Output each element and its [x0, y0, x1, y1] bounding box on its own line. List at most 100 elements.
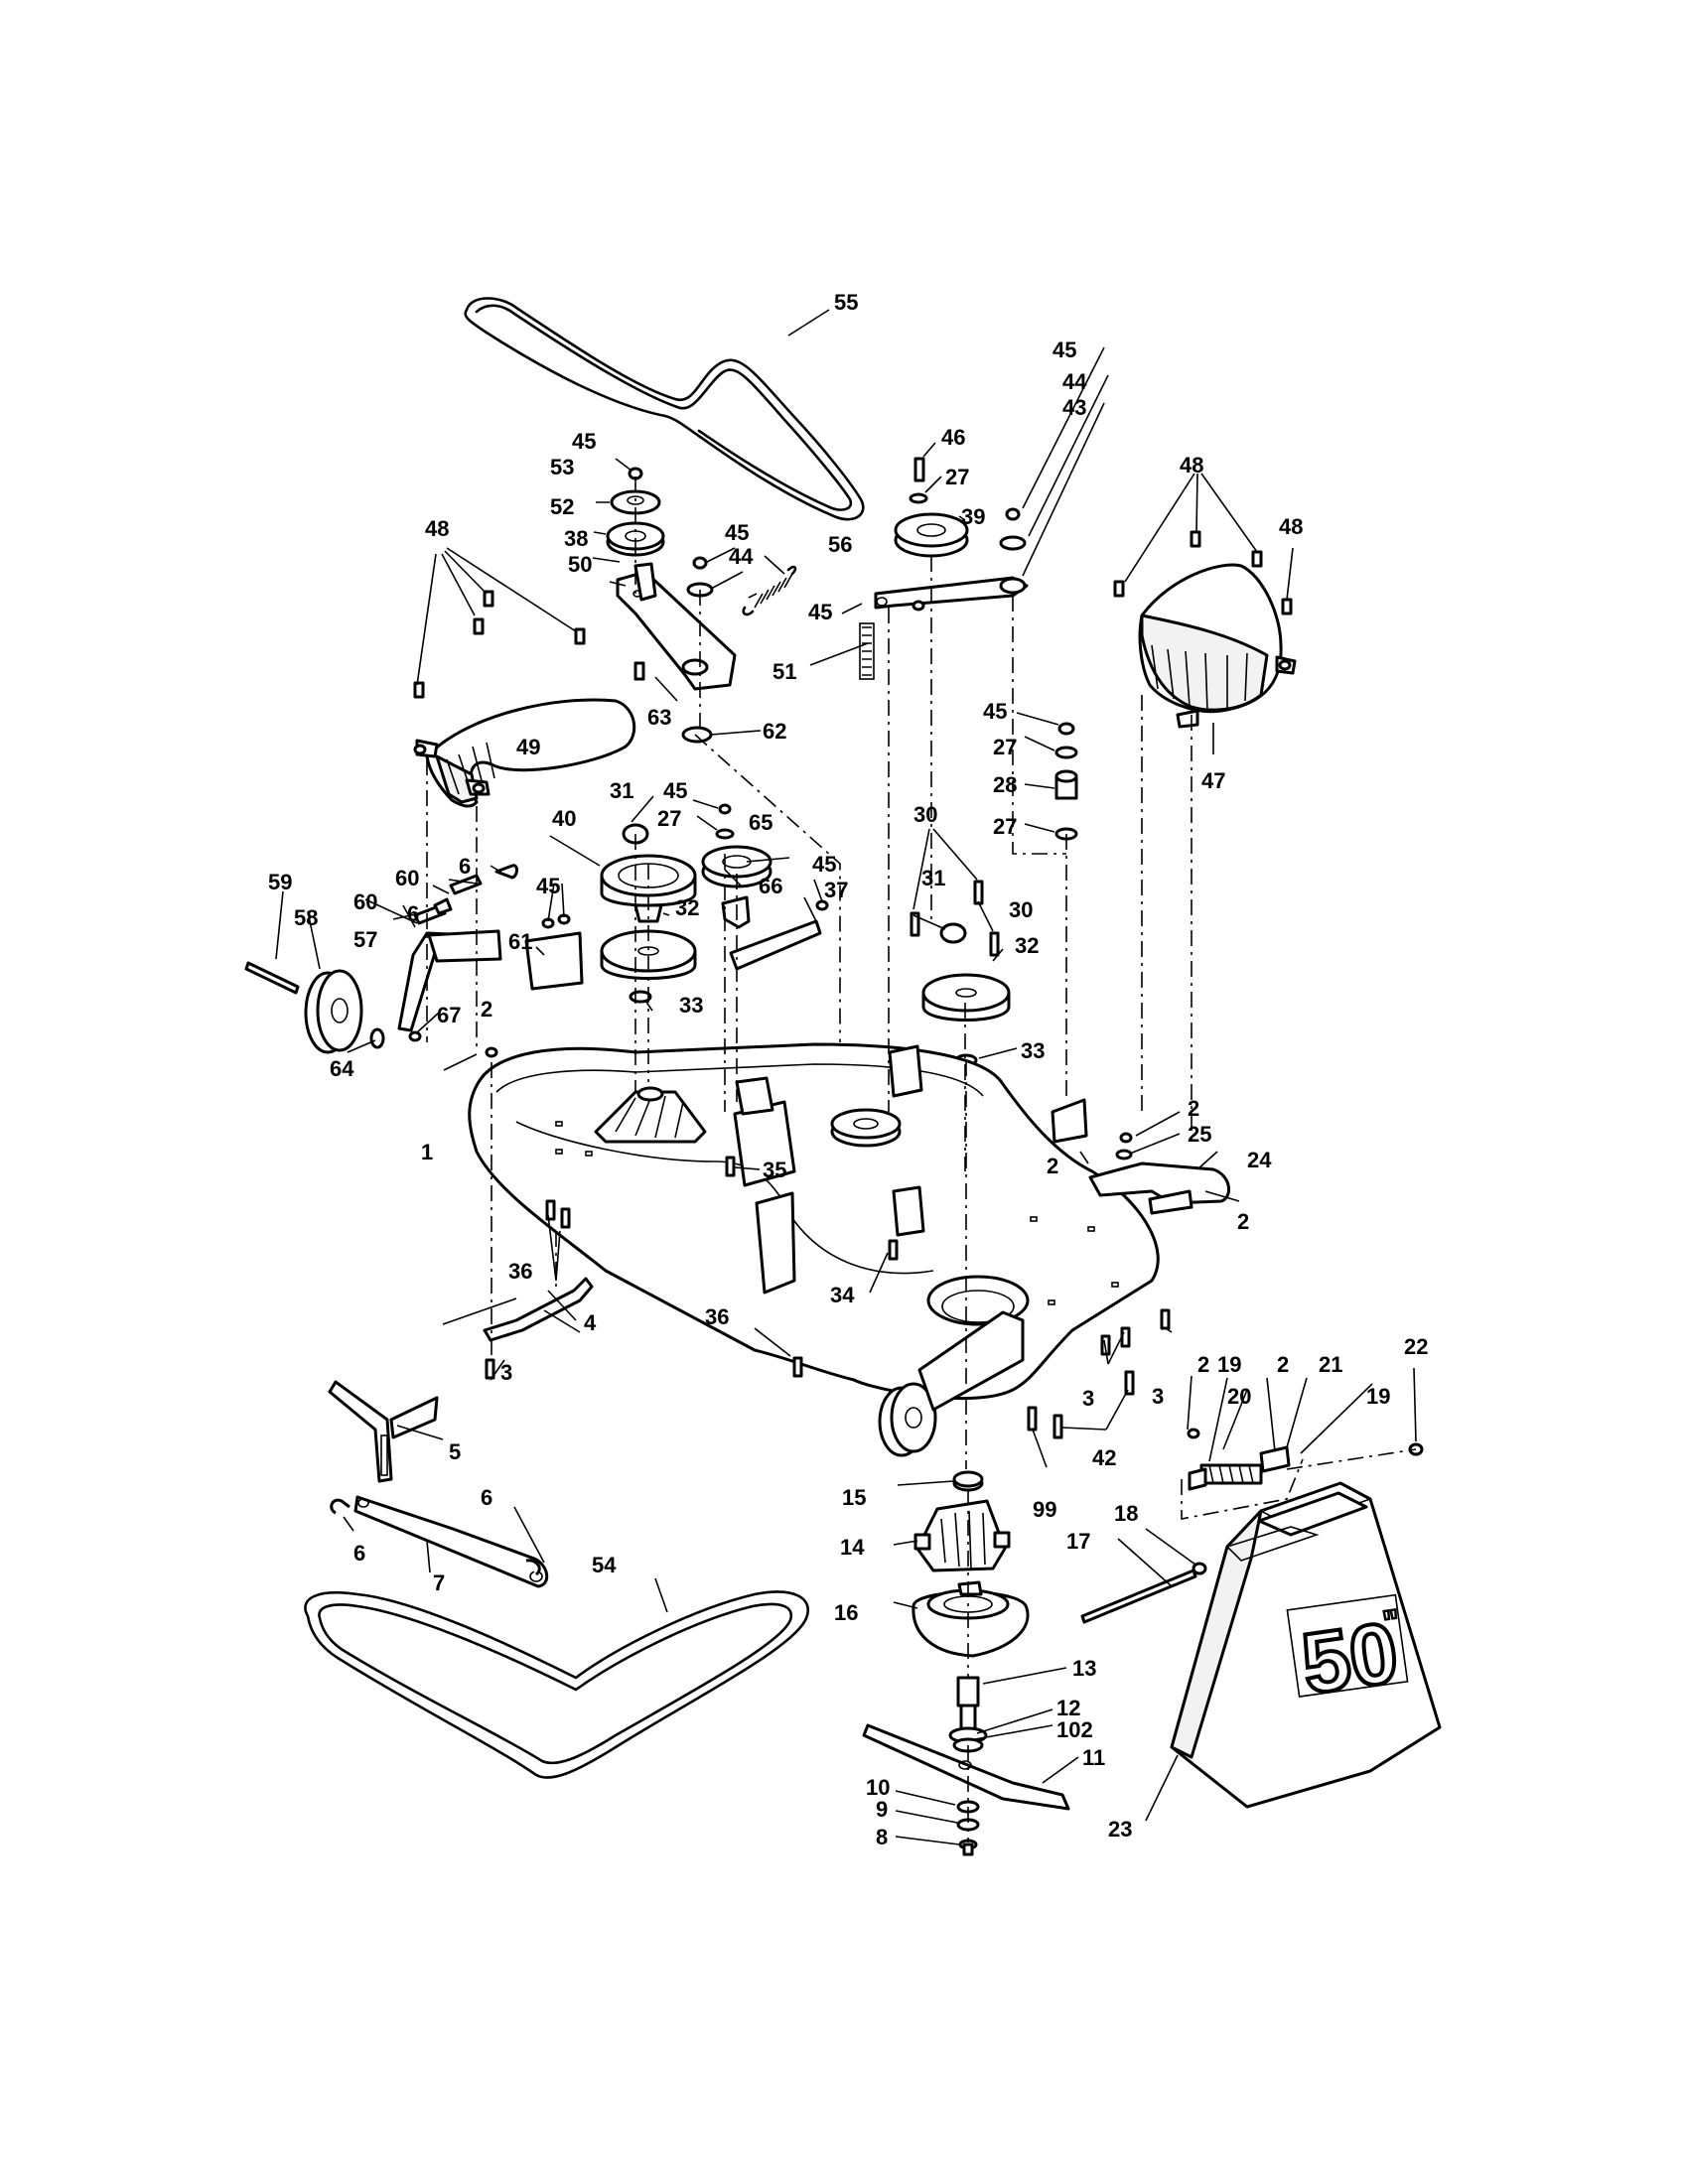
callout-2-e: 2: [1197, 1352, 1209, 1377]
blade-11: [862, 1723, 1070, 1811]
callout-99: 99: [1033, 1497, 1056, 1522]
callout-2-b: 2: [1188, 1096, 1199, 1121]
bearing-15: [952, 1470, 984, 1492]
callout-58: 58: [294, 905, 318, 930]
washer-64: [369, 1027, 385, 1049]
callout-56: 56: [828, 532, 852, 557]
callout-55: 55: [834, 290, 858, 315]
callout-65: 65: [749, 810, 772, 835]
washer-62: [681, 726, 713, 744]
nut-45-mid: [718, 803, 732, 815]
bolt-34: [888, 1239, 899, 1261]
callout-3-b: 3: [1082, 1386, 1094, 1411]
callout-7: 7: [433, 1570, 445, 1595]
pin-60-b: [449, 874, 483, 895]
callout-10: 10: [866, 1775, 890, 1800]
callout-47: 47: [1201, 768, 1225, 793]
assembly-lines: [426, 477, 1417, 1843]
washer-33-left: [629, 990, 652, 1004]
callout-28: 28: [993, 772, 1017, 797]
bolt-36-c: [792, 1356, 803, 1378]
spindle-mount-16: [912, 1580, 1030, 1658]
idler-arm-43: [874, 576, 1029, 610]
callout-46: 46: [941, 425, 965, 450]
washer-27-top: [909, 492, 928, 504]
clip-6-d: [525, 1559, 541, 1576]
callout-57: 57: [353, 927, 377, 952]
bolt-30-c: [989, 931, 1000, 957]
deck-size-mark: ": [1381, 1603, 1402, 1643]
callout-8: 8: [876, 1825, 888, 1849]
bolt-3-a: [485, 1358, 495, 1380]
callout-45-h: 45: [536, 874, 560, 898]
nut-31-right: [939, 922, 967, 944]
bolt-36-b: [560, 1207, 571, 1229]
bolt-63: [633, 661, 645, 681]
callout-9: 9: [876, 1797, 888, 1822]
nut-45-37: [815, 899, 829, 911]
nut-45-stack: [1057, 722, 1075, 736]
nut-67: [408, 1030, 422, 1042]
callout-16: 16: [834, 1600, 858, 1625]
shaft-13: [948, 1676, 988, 1753]
bracket-66: [721, 895, 751, 929]
callout-64: 64: [330, 1056, 354, 1081]
link-4: [483, 1277, 594, 1342]
callout-30-a: 30: [913, 802, 937, 827]
nut-45-right: [1005, 507, 1021, 521]
callout-15: 15: [842, 1485, 866, 1510]
callout-45-e: 45: [983, 699, 1007, 724]
nut-45-b: [692, 556, 708, 570]
callout-24: 24: [1247, 1148, 1272, 1172]
callout-60-a: 60: [395, 866, 419, 890]
deflector-23: 50 ": [1170, 1481, 1442, 1809]
callout-59: 59: [268, 870, 292, 894]
washer-18: [1192, 1562, 1207, 1575]
spindle-housing-14: [913, 1499, 1011, 1572]
callout-44-b: 44: [729, 544, 754, 569]
deck-gauge-wheel: [878, 1310, 1025, 1457]
nut-2-24: [1119, 1132, 1133, 1144]
clip-6-b: [433, 897, 453, 915]
callout-23: 23: [1108, 1817, 1132, 1842]
callout-48-a: 48: [425, 516, 449, 541]
belt-shield-47: [1113, 530, 1297, 729]
pulley-32-right: [921, 973, 1011, 1022]
callout-42: 42: [1092, 1445, 1116, 1470]
callout-27-c: 27: [993, 814, 1017, 839]
belt-shield-49: [413, 590, 636, 808]
bracket-37: [729, 919, 822, 971]
bolt-36-a: [545, 1199, 556, 1221]
callout-53: 53: [550, 455, 574, 479]
spring-51: [859, 622, 875, 680]
callout-5: 5: [449, 1439, 461, 1464]
bolt-46: [913, 457, 925, 482]
callout-67: 67: [437, 1003, 461, 1027]
callout-27-b: 27: [993, 735, 1017, 759]
callout-43: 43: [1062, 395, 1086, 420]
callout-12: 12: [1056, 1696, 1080, 1720]
wheel-58: [304, 969, 363, 1054]
spring-20: [1188, 1445, 1291, 1491]
callout-54: 54: [592, 1553, 617, 1577]
belt-54: [304, 1590, 809, 1779]
callout-60-b: 60: [353, 889, 377, 914]
callout-2-d: 2: [1237, 1209, 1249, 1234]
callout-63: 63: [647, 705, 671, 730]
bracket-plate-57: [427, 929, 502, 963]
nut-45-arm: [912, 600, 925, 612]
bolt-42-b: [1124, 1370, 1135, 1396]
callout-25: 25: [1188, 1122, 1211, 1147]
callout-51: 51: [772, 659, 796, 684]
callout-66: 66: [759, 874, 782, 898]
callout-27-d: 27: [657, 806, 681, 831]
callout-48-c: 48: [1279, 514, 1303, 539]
bolt-42-a: [1052, 1414, 1063, 1439]
pulley-39: [894, 512, 969, 558]
callout-102: 102: [1056, 1717, 1093, 1742]
bracket-24: [1088, 1161, 1230, 1215]
callout-13: 13: [1072, 1656, 1096, 1681]
callout-6-c: 6: [481, 1485, 492, 1510]
arm-7: [353, 1495, 549, 1588]
